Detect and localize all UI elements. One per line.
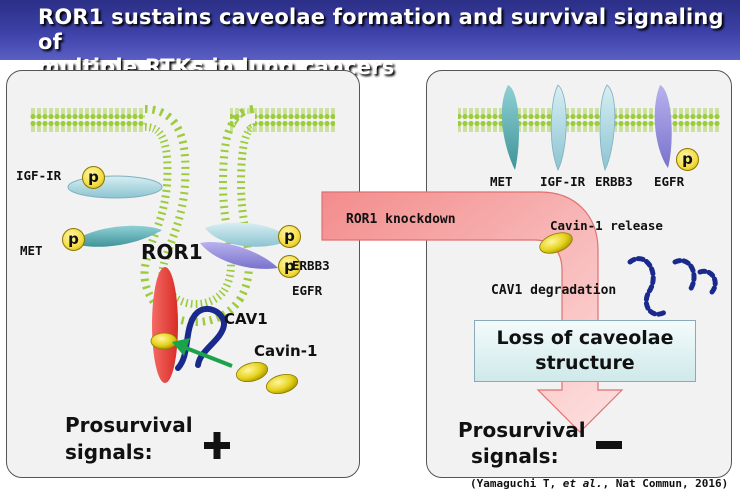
label-erbb3: ERBB3 — [292, 258, 330, 273]
met-receptor — [70, 225, 162, 247]
title-line-1: ROR1 sustains caveolae formation and sur… — [38, 5, 724, 54]
right-prosurvival: Prosurvival — [458, 418, 586, 442]
cavin1-free-2 — [265, 373, 299, 395]
label-ror1-knockdown: ROR1 knockdown — [346, 212, 456, 227]
right-signals: signals: — [471, 444, 559, 468]
citation-italic: et al. — [562, 477, 603, 490]
citation-prefix: (Yamaguchi T, — [470, 477, 563, 490]
title-bar: ROR1 sustains caveolae formation and sur… — [0, 0, 740, 79]
left-sign-text: (+) — [186, 420, 300, 460]
citation: (Yamaguchi T, et al., Nat Commun, 2016) — [470, 477, 728, 490]
label-cav1: CAV1 — [224, 310, 268, 328]
ror1-protein — [152, 267, 178, 383]
phospho-badge-erbb3: p — [278, 225, 301, 248]
right-label-igf1r: IGF-IR — [540, 174, 586, 189]
phospho-badge-met: p — [62, 228, 85, 251]
loss-line-2: structure — [535, 352, 635, 374]
cavin1-bound — [150, 332, 178, 350]
right-igf1r-receptor — [550, 84, 567, 171]
released-cavin1 — [539, 232, 573, 254]
left-membrane — [30, 103, 335, 326]
right-sign: (−) — [578, 420, 692, 460]
left-prosurvival: Prosurvival — [65, 413, 193, 437]
right-label-met: MET — [490, 174, 513, 189]
left-signals: signals: — [65, 440, 153, 464]
label-met: MET — [20, 243, 43, 258]
right-egfr-receptor — [654, 85, 672, 168]
phospho-badge-right-egfr: p — [676, 148, 699, 171]
egfr-receptor — [200, 241, 278, 269]
minus-sign — [596, 441, 622, 449]
loss-line-1: Loss of caveolae — [496, 327, 674, 349]
phospho-badge-egfr: p — [278, 255, 301, 278]
citation-suffix: , Nat Commun, 2016) — [602, 477, 729, 490]
right-met-receptor — [501, 85, 520, 170]
right-sign-text: (−) — [578, 420, 692, 460]
label-cavin-release: Cavin-1 release — [550, 218, 663, 233]
left-sign: (+) — [186, 420, 300, 460]
left-panel — [6, 70, 360, 478]
label-cavin1: Cavin-1 — [254, 342, 318, 360]
label-igf1r: IGF-IR — [16, 168, 62, 183]
erbb3-receptor — [205, 222, 290, 247]
right-label-egfr: EGFR — [654, 174, 685, 189]
label-ror1: ROR1 — [141, 240, 203, 264]
right-erbb3-receptor — [599, 84, 616, 172]
cavin1-free-1 — [235, 361, 269, 383]
loss-of-caveolae-box: Loss of caveolae structure — [474, 320, 696, 382]
label-cav1-degradation: CAV1 degradation — [491, 283, 617, 298]
right-membrane — [458, 103, 720, 133]
plus-sign — [204, 432, 230, 459]
phospho-badge-igf1r: p — [82, 166, 105, 189]
degraded-cav1 — [627, 256, 718, 317]
right-label-erbb3: ERBB3 — [595, 174, 633, 189]
green-arrow — [172, 338, 233, 368]
label-egfr: EGFR — [292, 283, 323, 298]
